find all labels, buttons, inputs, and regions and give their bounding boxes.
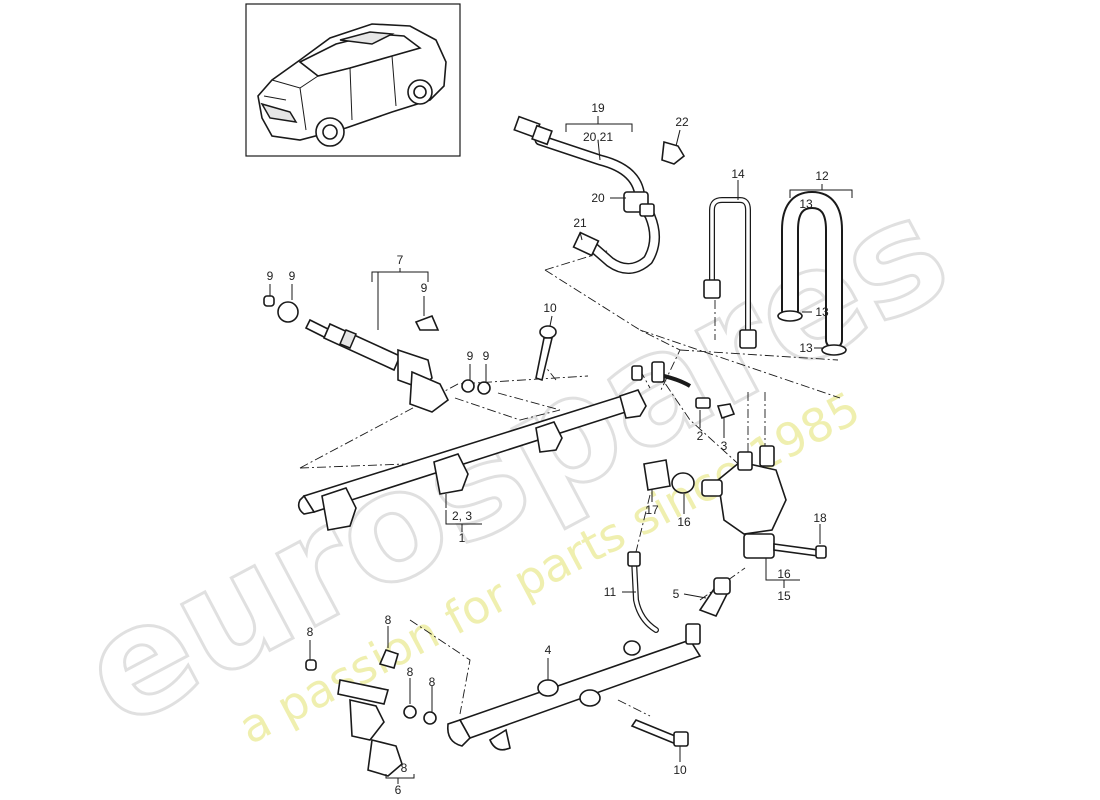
callout-8-group[interactable]: 8 [401,761,408,775]
filter-17[interactable] [643,459,671,491]
callout-16-group[interactable]: 16 [777,567,791,581]
callout-20[interactable]: 20 [591,191,605,205]
fuel-rail-4[interactable] [446,623,702,751]
callout-14[interactable]: 14 [731,167,745,181]
callout-9a[interactable]: 9 [267,269,274,283]
callout-13a[interactable]: 13 [815,305,829,319]
vehicle-thumbnail[interactable] [245,3,461,157]
callout-9c[interactable]: 9 [421,281,428,295]
injector-6[interactable] [305,649,437,777]
callout-9d[interactable]: 9 [467,349,474,363]
callout-8d[interactable]: 8 [429,675,436,689]
plug-2[interactable] [695,397,711,409]
callout-9b[interactable]: 9 [289,269,296,283]
hose-12[interactable] [777,191,847,356]
leader-lines [269,116,853,784]
suv-vehicle-icon [257,23,447,147]
fuel-line-11[interactable] [627,551,659,633]
callout-19[interactable]: 19 [591,101,605,115]
callout-10-bottom[interactable]: 10 [673,763,687,777]
callout-16[interactable]: 16 [677,515,691,529]
callout-11[interactable]: 11 [604,585,617,599]
callout-21[interactable]: 21 [573,216,587,230]
o-ring-16[interactable] [671,472,695,494]
callout-18[interactable]: 18 [813,511,827,525]
callout-8c[interactable]: 8 [407,665,414,679]
callout-1[interactable]: 1 [459,531,466,545]
plug-3[interactable] [716,403,736,420]
hose-clamp-13a[interactable] [777,310,803,322]
callout-6[interactable]: 6 [395,783,402,797]
callout-5[interactable]: 5 [673,587,680,601]
pressure-sensor-5[interactable] [698,577,731,618]
injector-7[interactable] [263,295,491,413]
callout-12[interactable]: 12 [815,169,829,183]
callout-17[interactable]: 17 [645,503,659,517]
callout-8a[interactable]: 8 [307,625,314,639]
pipe-14[interactable] [703,197,757,349]
callout-4[interactable]: 4 [545,643,552,657]
callout-13-group[interactable]: 13 [799,197,813,211]
callouts: 19 20,21 22 20 21 14 12 13 13 13 7 9 9 9… [267,101,829,797]
callout-2-3[interactable]: 2, 3 [452,509,472,523]
callout-10-top[interactable]: 10 [543,301,557,315]
callout-20-21[interactable]: 20,21 [583,130,613,144]
callout-3[interactable]: 3 [721,439,728,453]
fuel-rail-1[interactable] [297,361,736,531]
callout-22[interactable]: 22 [675,115,689,129]
bolt-10-top[interactable] [535,325,557,382]
sensor-hose-assembly[interactable] [513,115,686,274]
bolt-18[interactable] [773,543,827,559]
pump-connector[interactable] [743,533,775,559]
callout-2[interactable]: 2 [697,429,704,443]
hose-clamp-13b[interactable] [821,344,847,356]
callout-8b[interactable]: 8 [385,613,392,627]
callout-7[interactable]: 7 [397,253,404,267]
clip-22[interactable] [661,140,686,165]
callout-9e[interactable]: 9 [483,349,490,363]
callout-13b[interactable]: 13 [799,341,813,355]
callout-15[interactable]: 15 [777,589,791,603]
bolt-10-bottom[interactable] [630,719,689,747]
